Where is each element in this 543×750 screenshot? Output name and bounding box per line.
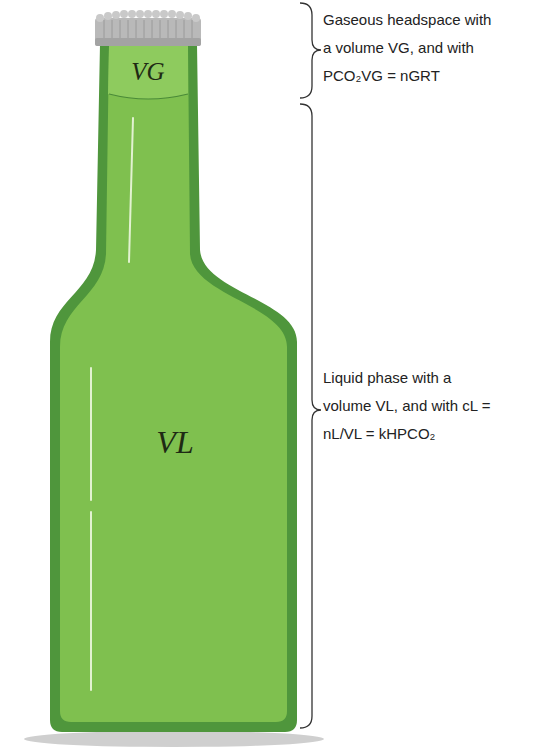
highlight [129,118,133,262]
bottle-shadow [24,731,324,747]
volume-symbol: VL [156,424,193,461]
liquid [60,46,287,722]
meniscus [109,94,188,99]
volume-region: VL [152,422,198,463]
annotation-text: Liquid phase with a volume VL, and with … [323,364,495,448]
bottle-cap [95,10,201,46]
headspace [108,46,188,99]
highlight [90,512,92,690]
highlight [90,368,92,500]
volume-region: VG [127,56,169,88]
volume-symbol: VG [131,58,164,86]
brace [300,3,321,98]
annotation-text: Gaseous headspace with a volume VG, and … [323,6,495,90]
bottle-glass [50,44,297,732]
brace [300,104,321,728]
